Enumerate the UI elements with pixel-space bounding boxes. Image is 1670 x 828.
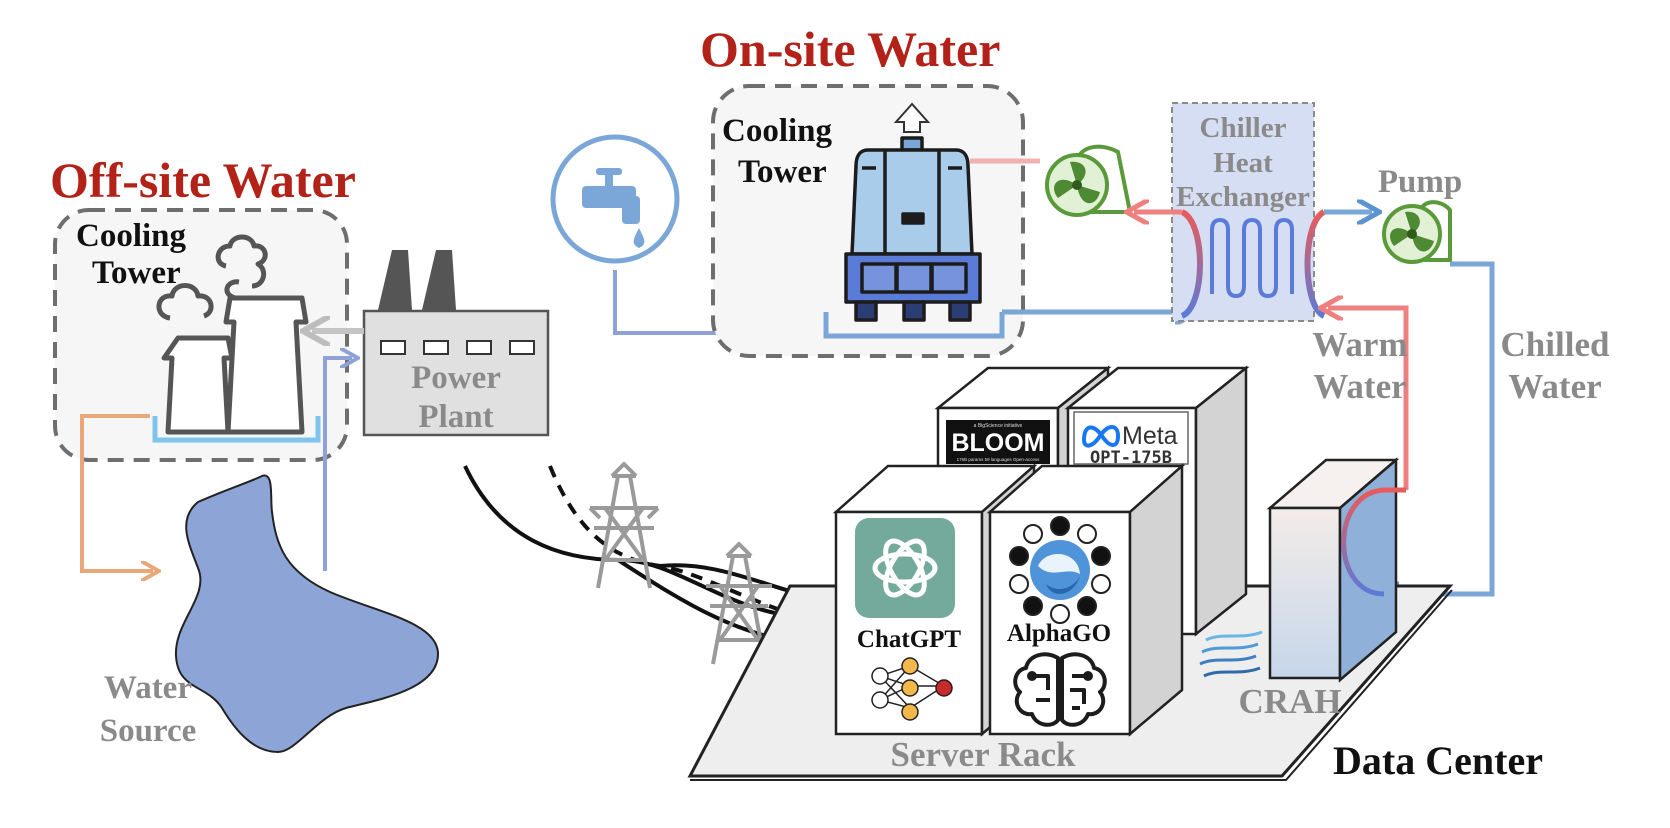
factory-icon (362, 250, 550, 437)
meta-logo-icon: Meta OPT-175B (1073, 411, 1189, 468)
water-source-lake (174, 474, 440, 754)
water-source-label-2: Source (100, 713, 197, 749)
deepmind-logo-icon (1009, 516, 1111, 624)
chilled-water-label-2: Water (1508, 367, 1601, 406)
power-plant-label-1: Power (411, 360, 501, 396)
pump-label: Pump (1378, 164, 1462, 200)
datacenter-floor-edge (690, 589, 1453, 781)
tower-to-source-pipe (80, 414, 153, 571)
chiller-left-coil (1180, 209, 1203, 319)
onsite-title: On-site Water (700, 21, 1000, 77)
chilled-water-pipe (1384, 261, 1495, 594)
transmission-tower-icon (588, 462, 660, 589)
cold-air-flow (1199, 630, 1263, 678)
bloom-logo-icon: a BigScience initiative BLOOM 176B param… (946, 420, 1050, 464)
server-rack-front (832, 463, 1186, 737)
bloom-name: BLOOM (951, 429, 1044, 457)
onsite-cooling-label-1: Cooling (722, 113, 833, 149)
crah-coil (1341, 487, 1406, 597)
openai-logo-icon (855, 518, 955, 618)
chiller-label-1: Chiller (1200, 112, 1287, 144)
offsite-cooling-label-2: Tower (92, 255, 181, 291)
server-rack-label: Server Rack (891, 735, 1077, 774)
bloom-sub: a BigScience initiative (974, 423, 1023, 429)
onsite-basin (823, 312, 1005, 339)
crah-label: CRAH (1238, 682, 1341, 721)
warm-water-label-1: Warm (1312, 325, 1407, 364)
warm-water-pipe (1328, 308, 1409, 490)
meta-name: Meta (1122, 422, 1178, 450)
chatgpt-label: ChatGPT (857, 626, 962, 653)
source-to-plant-pipe (323, 358, 352, 571)
up-arrow-icon (893, 102, 931, 133)
offsite-cooling-label-1: Cooling (76, 218, 187, 254)
offsite-water-basin (152, 416, 321, 443)
transmission-tower-icon (706, 542, 772, 665)
power-plant-label-2: Plant (418, 399, 493, 435)
chiller-coil (1210, 217, 1294, 299)
crah-unit (1266, 457, 1400, 683)
chiller-label-2: Heat (1213, 147, 1273, 179)
onsite-cooling-label-2: Tower (738, 154, 827, 190)
warm-water-label-2: Water (1313, 367, 1406, 406)
offsite-title: Off-site Water (50, 152, 356, 208)
chiller-label-3: Exchanger (1176, 181, 1310, 213)
brain-chip-icon (1013, 652, 1107, 727)
opt-name: OPT-175B (1090, 448, 1172, 468)
neural-network-icon (871, 657, 953, 721)
offsite-cooling-tower-icon (156, 234, 309, 435)
water-source-label-1: Water (104, 670, 192, 706)
alphago-label: AlphaGO (1007, 620, 1111, 647)
chilled-water-label-1: Chilled (1501, 325, 1610, 364)
fan-icon (1382, 200, 1452, 264)
datacenter-title: Data Center (1333, 738, 1543, 783)
bloom-foot: 176B params 59 languages Open-access (957, 457, 1041, 462)
onsite-cooling-tower-icon (844, 136, 982, 322)
fan-icon (1045, 144, 1133, 217)
water-tap-icon (550, 134, 680, 264)
chiller-right-coil (1304, 209, 1326, 319)
